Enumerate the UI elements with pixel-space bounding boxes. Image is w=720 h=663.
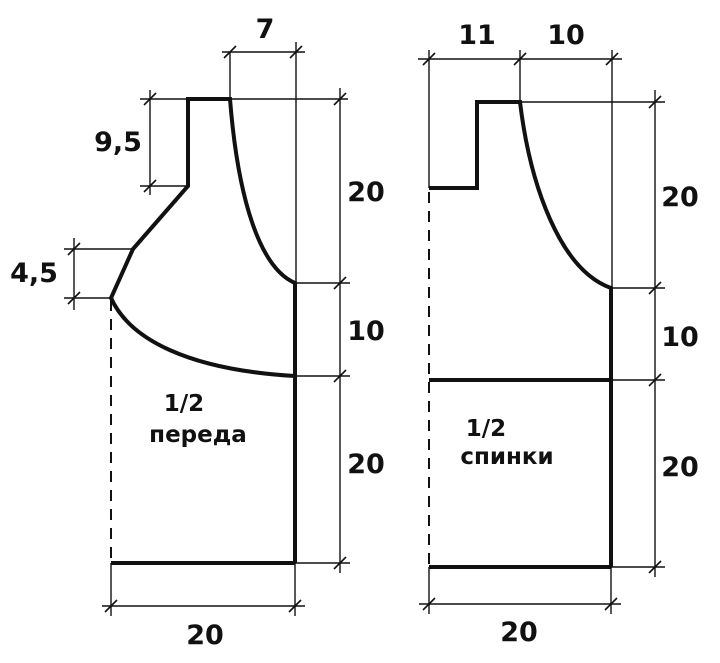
front-dim-right-upper-label: 20 (347, 177, 385, 208)
back-dim-top-left-label: 11 (458, 20, 496, 51)
front-dim-armhole-depth-label: 4,5 (10, 258, 58, 289)
front-dim-neck-depth-label: 9,5 (94, 127, 142, 158)
front-dim-right-middle-label: 10 (347, 316, 385, 347)
front-dim-shoulder-top-label: 7 (256, 14, 275, 45)
back-dim-right-upper-label: 20 (661, 182, 699, 213)
back-dim-top-right-label: 10 (547, 20, 585, 51)
back-dim-bottom-width: 20 (419, 567, 621, 648)
front-name-label: переда (149, 422, 247, 448)
back-dim-right-middle-label: 10 (661, 322, 699, 353)
front-fraction-label: 1/2 (164, 391, 204, 417)
front-outline (108, 97, 297, 563)
front-dim-right-side: 20 10 20 (295, 88, 385, 573)
back-fraction-label: 1/2 (466, 416, 506, 442)
back-dim-right-lower-label: 20 (661, 452, 699, 483)
front-dim-armhole-depth: 4,5 (10, 238, 133, 310)
back-piece: 11 10 20 10 20 20 1/2 (418, 20, 699, 648)
front-dim-shoulder-top: 7 (222, 14, 305, 283)
front-dim-bottom-width: 20 (102, 563, 305, 651)
back-outline (429, 100, 613, 567)
back-name-label: спинки (460, 444, 553, 470)
front-dim-right-lower-label: 20 (347, 449, 385, 480)
back-dim-top: 11 10 (418, 20, 622, 288)
back-dim-right-side: 20 10 20 (520, 90, 699, 577)
front-piece: 7 9,5 4,5 (10, 14, 385, 651)
front-dim-bottom-width-label: 20 (186, 620, 224, 651)
front-dim-neck-depth: 9,5 (94, 90, 348, 195)
back-dim-bottom-width-label: 20 (500, 617, 538, 648)
